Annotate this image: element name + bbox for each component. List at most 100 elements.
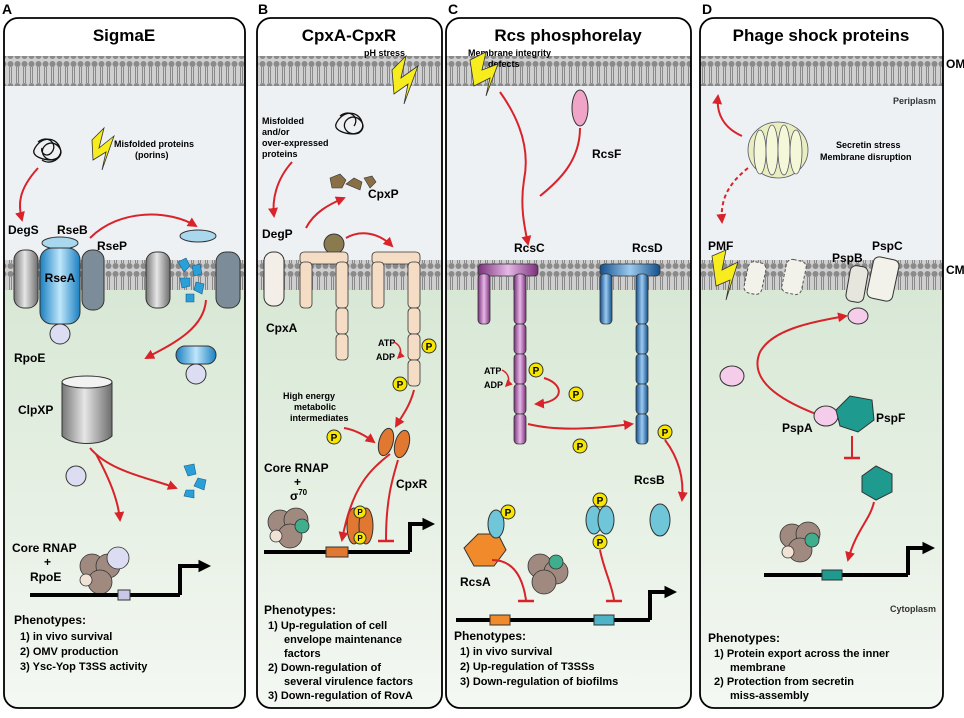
degs-protein [145,251,171,309]
phenotype-item: 3) Ysc-Yop T3SS activity [20,661,148,673]
plus-label: + [44,555,51,569]
panel-letter-b: B [258,1,268,17]
phenotype-item: 1) in vivo survival [20,631,112,643]
pspf-protein [861,465,893,501]
svg-text:P: P [505,508,512,519]
rnap-holoenzyme [79,546,130,595]
rcsd-phosphotransfer [599,263,661,445]
arrow [338,453,391,542]
misfolded-label-4: proteins [262,149,298,159]
phenotype-item: 3) Down-regulation of RovA [268,690,413,702]
panel-b: pH stress Misfolded and/or over-expresse… [262,48,437,702]
panel-title-b: CpxA-CpxR [302,26,396,45]
rseb-released [179,229,217,243]
svg-text:P: P [357,534,363,543]
arrow [305,196,346,229]
phosphate-badge: P [572,438,588,454]
phenotypes-header: Phenotypes: [454,629,526,643]
phenotype-item: 1) in vivo survival [460,646,552,658]
rpoe-protein [49,323,71,345]
rcsb-label: RcsB [634,473,665,487]
promoter-box [821,569,843,581]
high-energy-label-1: High energy [283,391,335,401]
dashed-arrow [716,167,749,224]
arrow [534,377,560,409]
arrow [394,389,415,428]
arrow [95,453,125,522]
degp-protein [263,251,285,307]
svg-text:P: P [533,366,540,377]
degs-protein [13,249,39,309]
rsea-fragment [175,345,217,365]
membrane-defects-label-2: defects [488,59,520,69]
periplasm-label: Periplasm [893,96,936,106]
phenotype-item: miss-assembly [730,690,810,702]
phosphate-badge: P [326,429,342,445]
rsep-protein [215,251,241,309]
arrow [345,232,394,248]
svg-text:P: P [426,342,433,353]
arrow [501,369,513,388]
phenotype-item: 2) Protection from secretin [714,676,854,688]
rsep-protein [81,249,105,311]
adp-label: ADP [376,352,395,362]
cpxr-label: CpxR [396,477,428,491]
rseb-label: RseB [57,223,88,237]
panel-title-a: SigmaE [93,26,155,45]
phenotypes-header: Phenotypes: [708,631,780,645]
misfolded-protein-icon [33,138,62,163]
lightning-icon [469,51,499,97]
rnap-holoenzyme [779,521,821,563]
transcription-arrow [906,541,936,575]
inhibition-line [385,459,399,541]
arrow [845,501,875,562]
pspa-label: PspA [782,421,813,435]
svg-text:P: P [397,380,404,391]
cpxr-protein [393,429,411,459]
degs-label: DegS [8,223,39,237]
phenotype-item: 1) Up-regulation of cell [268,620,387,632]
svg-text:P: P [357,508,363,517]
rcsa-label: RcsA [460,575,491,589]
arrow [268,161,293,218]
pspc-label: PspC [872,239,903,253]
rcsb-dimer: P P [585,492,615,550]
rpoe-protein [65,465,87,487]
cpxr-phospho-dimer: P P [346,505,374,545]
transcription-arrow [178,559,212,595]
panel-title-d: Phage shock proteins [733,26,910,45]
arrow [664,439,688,502]
svg-text:P: P [597,538,604,549]
misfolded-label-2: and/or [262,127,290,137]
promoter-box [117,589,131,601]
rcsb-protein [487,509,505,539]
inhibition-line [599,549,615,601]
transcription-arrow [648,585,678,620]
rnap-holoenzyme [527,553,569,595]
pspa-protein [719,365,745,387]
arrow [343,427,376,444]
pspb-label: PspB [832,251,863,265]
membrane-defects-label-1: Membrane integrity [468,48,551,58]
rpoe-label: RpoE [14,351,45,365]
promoter-box [489,614,511,626]
phenotype-item: 2) Up-regulation of T3SSs [460,661,594,673]
atp-label: ATP [378,338,395,348]
sigma70-label: σ70 [290,488,308,503]
arrow [144,299,207,359]
phosphate-badge: P [421,338,437,354]
rsep-label: RseP [97,239,127,253]
misfolded-label-2: (porins) [135,150,169,160]
phenotype-item: several virulence factors [284,676,413,688]
pspa-protein [847,307,869,325]
panel-borders [3,17,944,709]
pspa-protein [813,405,839,427]
rsea-protein [39,247,81,325]
adp-label: ADP [484,380,503,390]
rseb-protein [41,236,79,250]
secretin-complex [747,121,809,179]
cpxa-label: CpxA [266,321,298,335]
membrane-disruption-label: Membrane disruption [820,152,912,162]
